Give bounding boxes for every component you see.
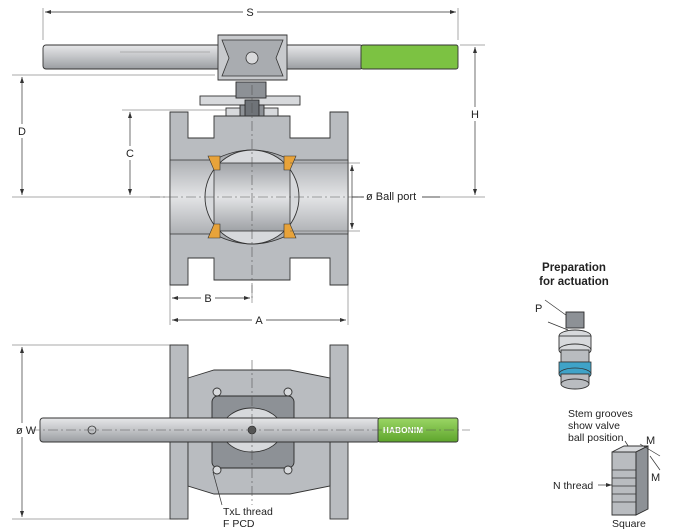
seat-lower-left: [207, 223, 221, 239]
label-w: ø W: [16, 425, 37, 437]
label-d: D: [18, 126, 26, 138]
dimension-a: A: [172, 285, 349, 327]
stem-grooves-line1: Stem grooves: [568, 408, 633, 420]
top-view: ø W HABONIM TxL thread F PCD: [12, 344, 470, 530]
dimension-ball-port: ø Ball port: [290, 162, 440, 232]
label-f-pcd: F PCD: [223, 518, 255, 530]
label-p: P: [535, 303, 542, 315]
dimension-c: C: [122, 109, 238, 195]
side-view: S H D: [12, 5, 485, 327]
dimension-d: D: [12, 74, 215, 198]
seat-upper-left: [207, 155, 221, 171]
stem-grooves-line2: show valve: [568, 420, 620, 432]
dimension-w: ø W: [12, 344, 178, 520]
label-n-thread: N thread: [553, 480, 593, 492]
dimension-h: H: [352, 44, 485, 198]
txl-thread-callout: TxL thread F PCD: [212, 471, 273, 530]
label-h: H: [471, 109, 479, 121]
actuation-detail: Preparation for actuation P: [535, 262, 609, 390]
stem-grooves-line3: ball position: [568, 432, 624, 444]
label-c: C: [126, 148, 134, 160]
brand-logo-text: HABONIM: [383, 426, 423, 435]
handle-lever: [42, 34, 459, 81]
stem-square-detail: Stem grooves show valve ball position M …: [553, 408, 661, 530]
dimension-b: B: [169, 285, 253, 325]
label-ball-port: ø Ball port: [366, 191, 416, 203]
valve-body-side: [169, 111, 349, 286]
label-m-top: M: [646, 435, 655, 447]
label-m-side: M: [651, 472, 660, 484]
dimension-s: S: [42, 5, 459, 40]
handle-grip: [360, 44, 459, 70]
label-a: A: [255, 315, 263, 327]
label-square: Square: [612, 518, 646, 530]
preparation-heading-line1: Preparation: [542, 262, 606, 274]
preparation-heading-line2: for actuation: [539, 276, 609, 288]
label-s: S: [246, 7, 253, 19]
label-txl-thread: TxL thread: [223, 506, 273, 518]
label-b: B: [204, 293, 211, 305]
